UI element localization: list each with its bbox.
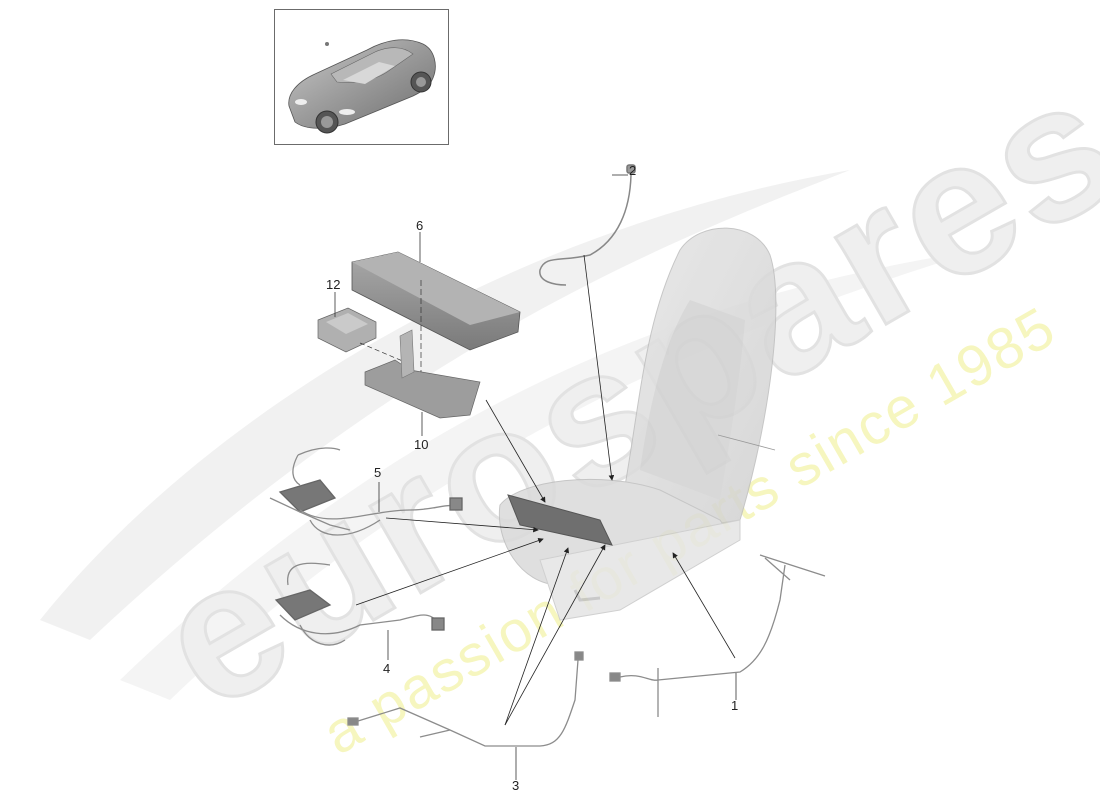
- part-5-wiring-harness: [269, 447, 463, 536]
- leader-arrows: [355, 254, 736, 726]
- callout-10[interactable]: 10: [414, 437, 429, 452]
- callout-12[interactable]: 12: [326, 277, 341, 292]
- seat-side-module: [507, 494, 613, 546]
- part-12-connector-cover: [317, 292, 406, 363]
- seat-assembly: [498, 227, 777, 621]
- part-1-wiring-harness: [609, 554, 826, 717]
- part-3-wiring-harness: [347, 651, 584, 780]
- callout-6[interactable]: 6: [416, 218, 424, 233]
- vehicle-thumbnail: [274, 9, 449, 145]
- part-10-mounting-bracket: [364, 280, 481, 436]
- callout-2[interactable]: 2: [629, 163, 637, 178]
- part-4-wiring-harness: [274, 562, 445, 660]
- part-2-backrest-cable: [539, 164, 636, 286]
- callout-5[interactable]: 5: [374, 465, 382, 480]
- sports-coupe-car-icon: [288, 39, 436, 134]
- callout-4[interactable]: 4: [383, 661, 391, 676]
- callout-1[interactable]: 1: [731, 698, 739, 713]
- callout-3[interactable]: 3: [512, 778, 520, 793]
- part-6-control-module: [351, 232, 521, 351]
